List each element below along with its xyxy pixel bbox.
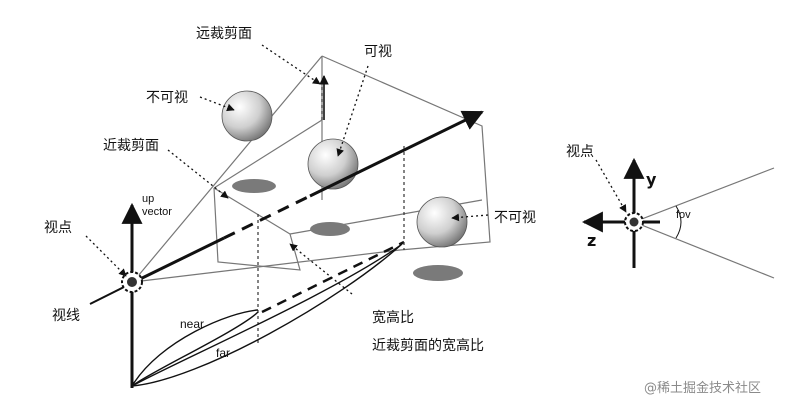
sphere-visible	[307, 138, 359, 190]
near-far-arcs	[131, 243, 403, 387]
line-of-sight	[89, 110, 484, 305]
label-line-of-sight: 视线	[52, 308, 80, 324]
label-near-plane-aspect-ratio: 近裁剪面的宽高比	[372, 337, 484, 354]
label-axis-y: y	[646, 170, 657, 189]
sphere-invisible-top	[221, 90, 273, 142]
label-visible: 可视	[364, 44, 392, 60]
sphere-shadows	[232, 179, 463, 281]
viewpoint-eye-right	[624, 212, 644, 232]
label-axis-z: z	[587, 231, 596, 250]
label-far: far	[216, 346, 230, 360]
label-viewpoint-left: 视点	[44, 220, 72, 236]
sphere-invisible-right	[416, 196, 468, 248]
viewpoint-eye-left	[121, 271, 143, 293]
label-viewpoint-right: 视点	[566, 144, 594, 160]
label-aspect-ratio: 宽高比	[372, 309, 414, 326]
label-invisible-right: 不可视	[494, 210, 536, 226]
far-depth-line	[261, 240, 405, 314]
spheres	[221, 90, 468, 248]
label-invisible-top: 不可视	[146, 90, 188, 106]
watermark: @稀土掘金技术社区	[644, 380, 761, 396]
label-near-clip-plane: 近裁剪面	[103, 138, 159, 154]
depth-guides	[257, 82, 405, 344]
side-view	[581, 157, 775, 279]
label-near: near	[180, 317, 204, 331]
label-vector: vector	[142, 206, 172, 218]
label-fov: fov	[676, 209, 691, 221]
label-far-clip-plane: 远裁剪面	[196, 26, 252, 42]
callout-arrows	[85, 44, 489, 295]
label-up: up	[142, 193, 154, 205]
